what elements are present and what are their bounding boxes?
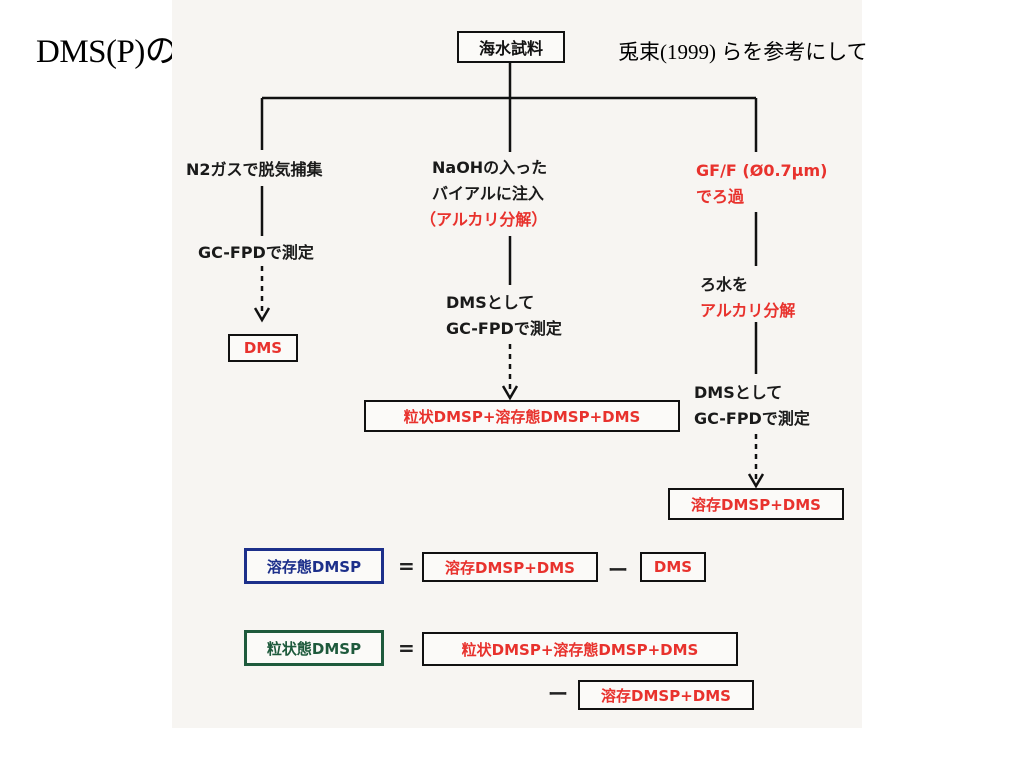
left-result-dms: DMS	[228, 334, 298, 362]
left-step-gcfpd: GC-FPDで測定	[198, 243, 314, 262]
right-result-dissolved: 溶存DMSP+DMS	[668, 488, 844, 520]
eq2-particulate-dmsp-box: 粒状態DMSP	[244, 630, 384, 666]
middle-step-naoh-line2: バイアルに注入	[432, 184, 544, 203]
eq1-minus: ー	[608, 558, 628, 582]
reference-note: 兎束(1999) らを参考にして	[618, 40, 868, 64]
right-step-dms-line2: GC-FPDで測定	[694, 409, 810, 428]
seawater-sample-box: 海水試料	[457, 31, 565, 63]
left-step-purge: N2ガスで脱気捕集	[186, 160, 323, 179]
eq2-term2-box: 溶存DMSP+DMS	[578, 680, 754, 710]
eq2-equals: =	[398, 636, 415, 660]
right-step-dms-line1: DMSとして	[694, 383, 783, 402]
eq1-equals: =	[398, 554, 415, 578]
middle-step-alkali: （アルカリ分解）	[420, 210, 548, 229]
right-step-filtrate: ろ水を	[700, 275, 749, 294]
middle-result-total: 粒状DMSP+溶存態DMSP+DMS	[364, 400, 680, 432]
right-step-alkali: アルカリ分解	[700, 301, 796, 320]
middle-step-naoh-line1: NaOHの入った	[432, 158, 548, 177]
eq2-term1-box: 粒状DMSP+溶存態DMSP+DMS	[422, 632, 738, 666]
eq1-dissolved-dmsp-box: 溶存態DMSP	[244, 548, 384, 584]
middle-step-dms-line2: GC-FPDで測定	[446, 319, 562, 338]
right-step-filter-line1: GF/F (Ø0.7µm)	[696, 161, 828, 180]
eq1-term1-box: 溶存DMSP+DMS	[422, 552, 598, 582]
middle-step-dms-line1: DMSとして	[446, 293, 535, 312]
right-step-filter-line2: でろ過	[696, 187, 745, 206]
scanned-figure	[172, 0, 862, 728]
eq1-term2-box: DMS	[640, 552, 706, 582]
eq2-minus: ー	[548, 682, 568, 706]
